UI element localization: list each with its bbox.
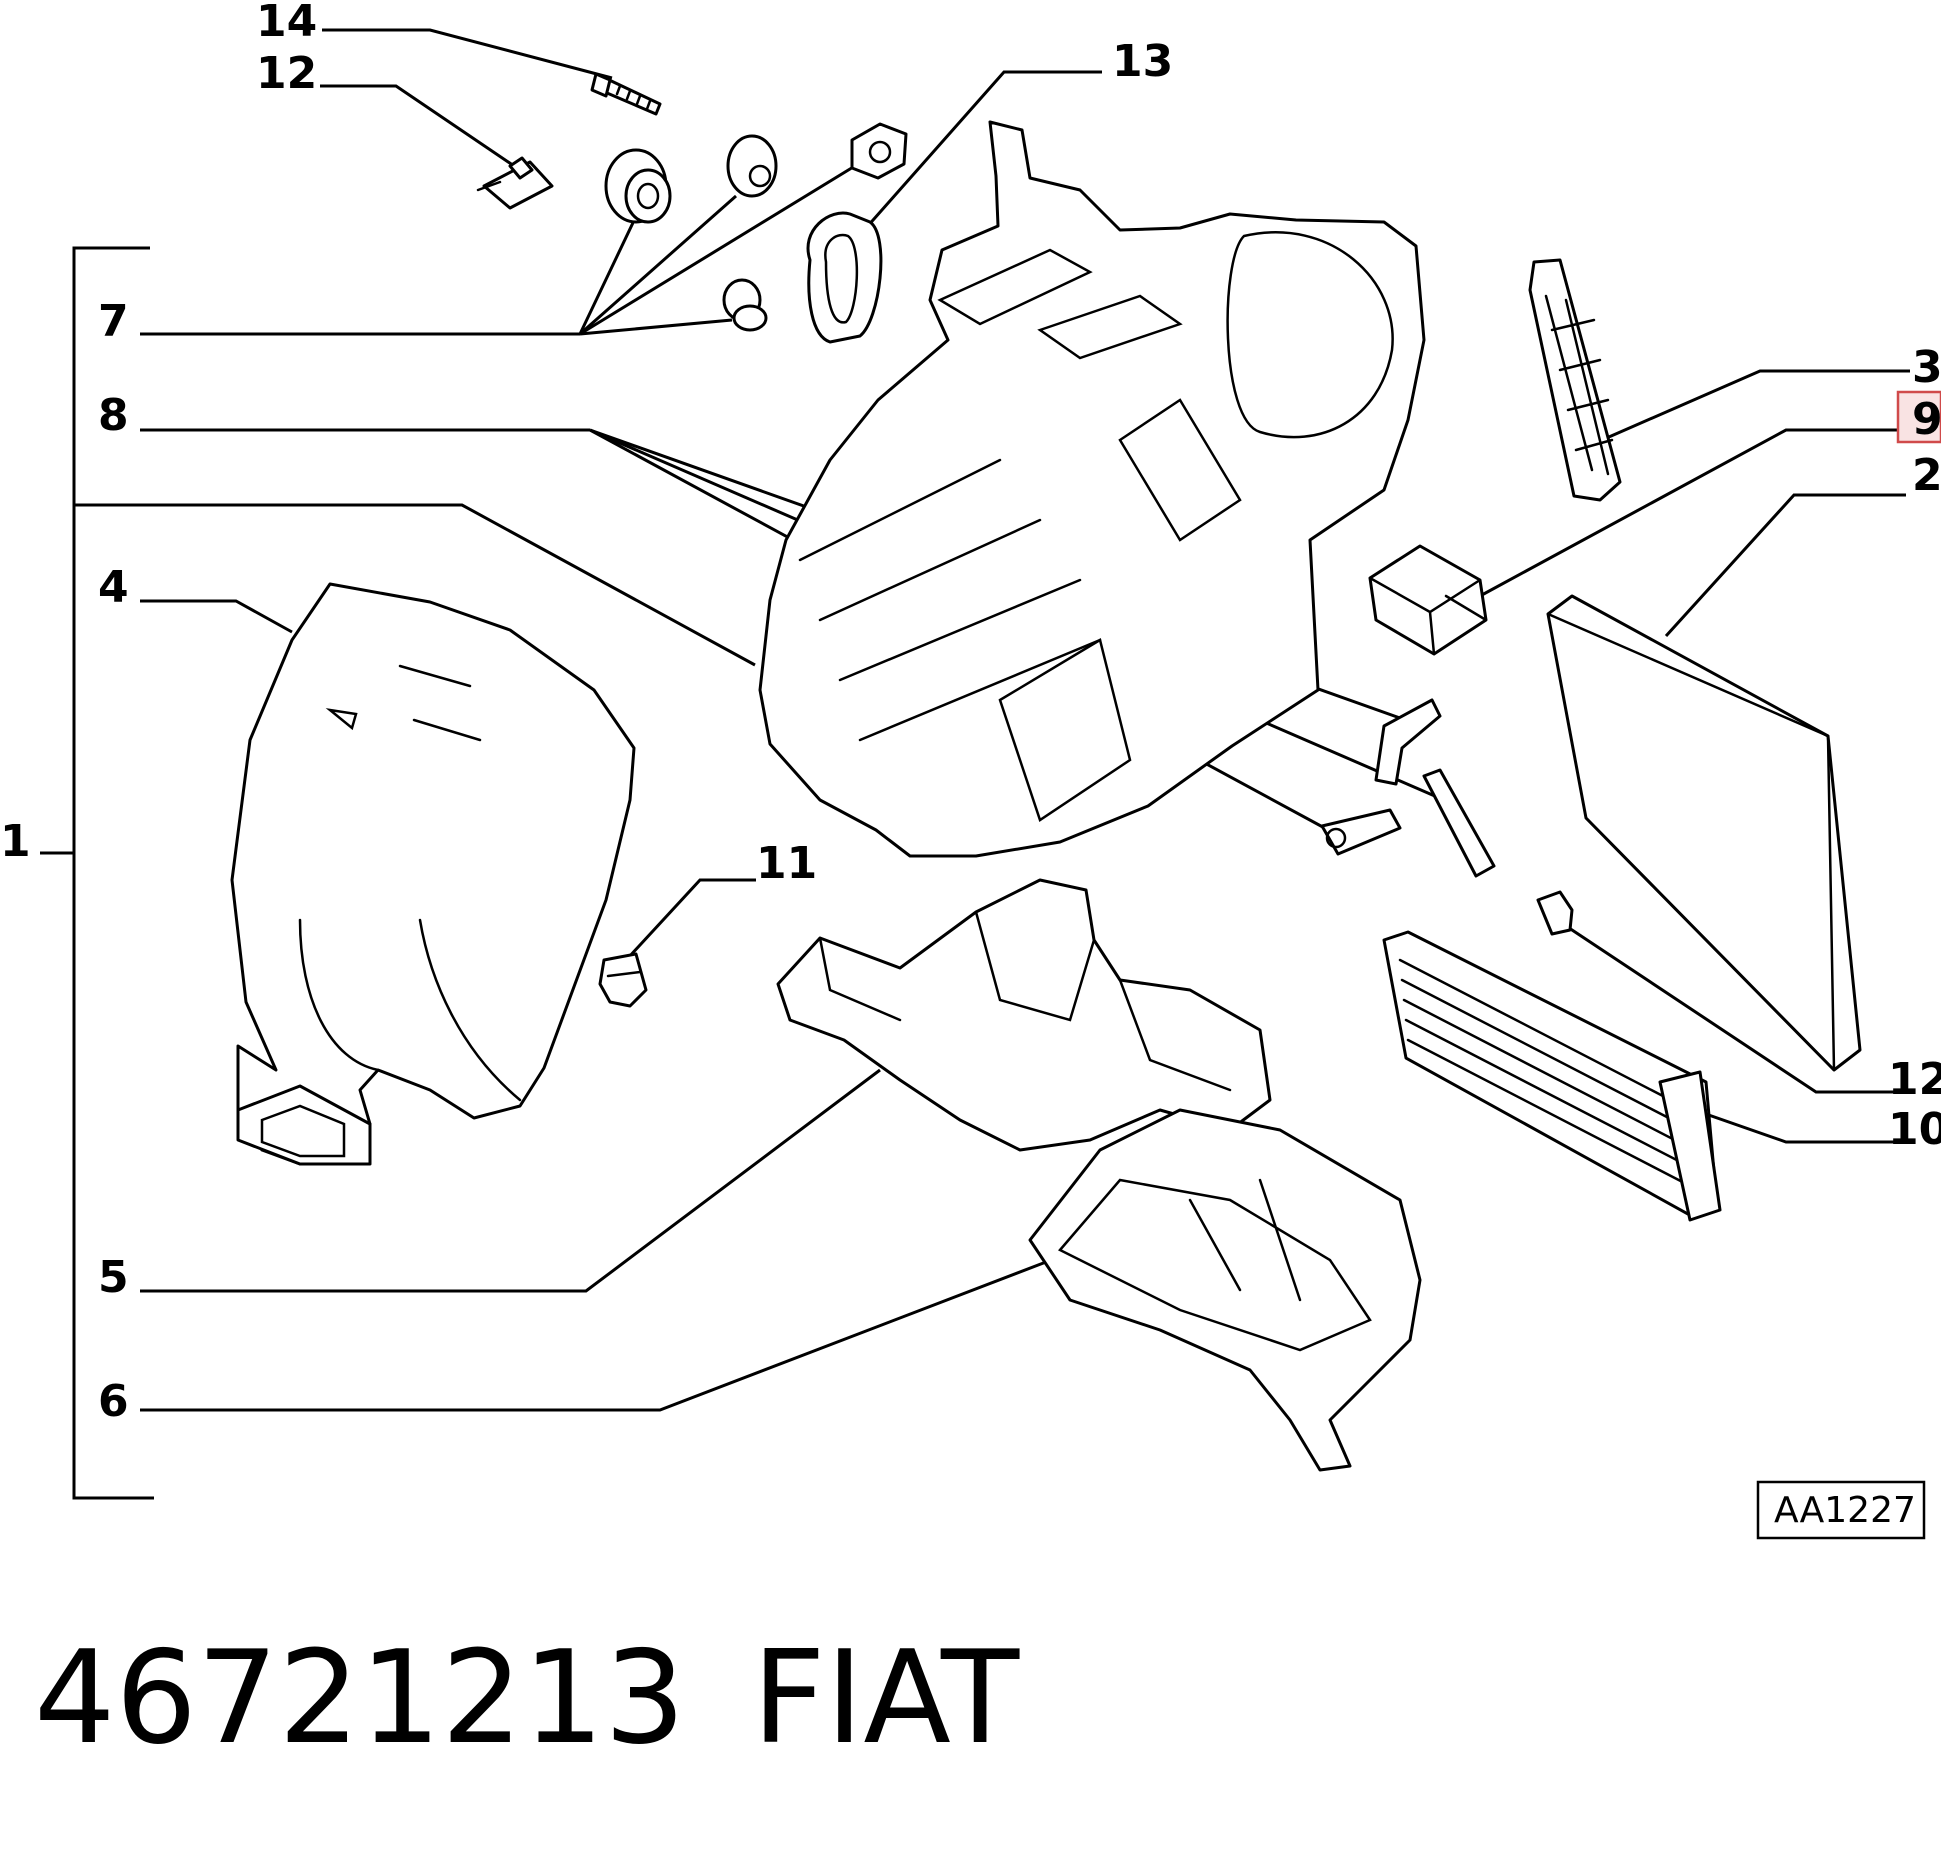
gear-parts <box>604 122 908 332</box>
callout-10: 10 <box>1888 1104 1941 1155</box>
leader-1-housing <box>74 503 756 667</box>
callout-12-right: 12 <box>1888 1054 1941 1105</box>
callout-1: 1 <box>0 816 31 867</box>
leader-9 <box>1479 428 1898 598</box>
leader-12-top <box>320 84 521 172</box>
cabin-filter-part <box>1546 594 1862 1072</box>
part-number: 46721213 <box>34 1624 686 1773</box>
callouts: 14 12 13 7 8 1 4 11 5 6 3 9 2 12 10 <box>0 0 1941 1427</box>
clip-part-top <box>476 156 554 210</box>
heater-core-part <box>1382 930 1722 1222</box>
leader-4 <box>140 599 293 634</box>
callout-12-top: 12 <box>256 48 317 99</box>
brand-name: FIAT <box>752 1624 1020 1773</box>
leader-13 <box>864 70 1102 229</box>
bracket-1 <box>72 246 154 1500</box>
leader-7b <box>579 194 737 336</box>
leader-11 <box>626 878 756 960</box>
callout-11: 11 <box>756 838 817 889</box>
callout-2: 2 <box>1912 450 1941 501</box>
callout-14: 14 <box>256 0 317 47</box>
clip-part-right <box>1536 890 1574 936</box>
blower-resistor-part <box>1368 544 1488 656</box>
bottom-duct-part <box>1028 1108 1422 1472</box>
leader-14 <box>322 28 613 80</box>
callout-13: 13 <box>1112 36 1173 87</box>
reference-box: AA1227 <box>1756 1480 1926 1540</box>
leader-6 <box>140 1260 1047 1412</box>
callout-9: 9 <box>1912 394 1941 445</box>
oval-cover-part <box>806 211 883 344</box>
callout-9-highlight <box>1896 390 1941 444</box>
small-clip-part <box>598 952 648 1008</box>
leader-7c <box>579 156 869 336</box>
leader-2 <box>1664 493 1906 638</box>
main-housing-part <box>758 120 1426 858</box>
callout-6: 6 <box>98 1376 129 1427</box>
lever-parts <box>1320 698 1496 878</box>
leader-12-right <box>1559 920 1904 1094</box>
leader-7d <box>579 318 733 336</box>
callout-3: 3 <box>1912 342 1941 393</box>
leader-7a <box>578 207 642 335</box>
leader-5 <box>140 1068 881 1293</box>
reference-code: AA1227 <box>1774 1490 1916 1531</box>
callout-7: 7 <box>98 296 129 347</box>
lower-duct-part <box>776 878 1272 1152</box>
leader-3 <box>1601 369 1910 442</box>
callout-4: 4 <box>98 562 129 613</box>
parts-artwork <box>230 72 1862 1472</box>
filter-frame-part <box>1528 258 1622 502</box>
screw-part <box>590 72 662 116</box>
callout-8: 8 <box>98 390 129 441</box>
callout-5: 5 <box>98 1252 129 1303</box>
left-duct-part <box>230 582 636 1166</box>
